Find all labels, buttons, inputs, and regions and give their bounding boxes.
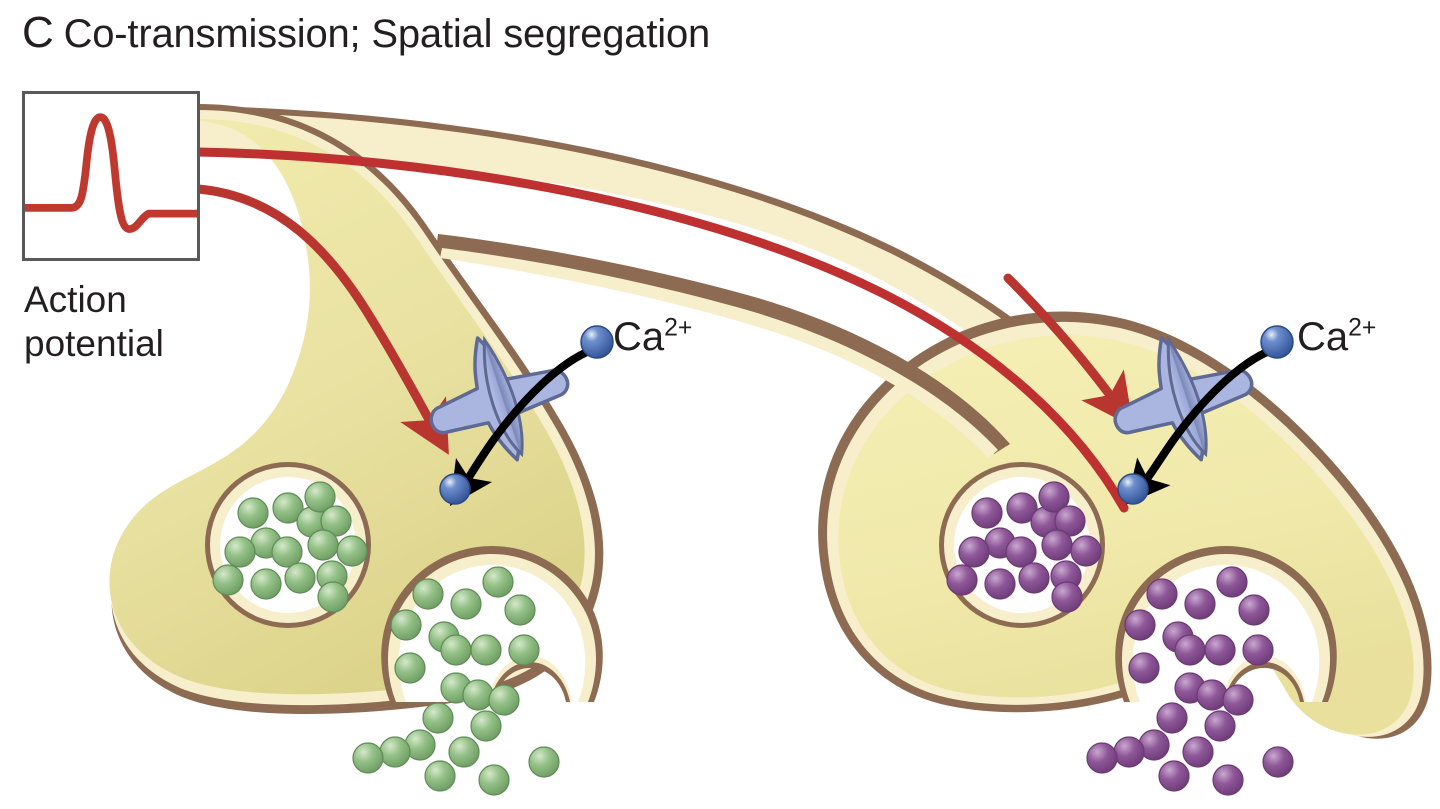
- action-potential-arrow-left: [193, 184, 449, 455]
- action-potential-label: Action potential: [24, 278, 254, 365]
- released-transmitters-right: [1086, 566, 1294, 796]
- storage-vesicle-right: [939, 462, 1105, 628]
- fusing-vesicle-left: [352, 546, 603, 796]
- calcium-symbol-right: Ca: [1297, 315, 1349, 359]
- calcium-label-left: Ca2+: [613, 315, 692, 360]
- storage-vesicle-left: [205, 462, 371, 628]
- transmitter-molecules-vesicle-left: [212, 481, 368, 613]
- calcium-ion-intracellular-left: [439, 473, 471, 505]
- action-potential-arrow-right: [1003, 273, 1134, 428]
- calcium-charge-right: 2+: [1348, 314, 1377, 342]
- calcium-ion-extracellular-right: [1260, 325, 1294, 359]
- ap-label-line2: potential: [24, 322, 164, 364]
- inter-terminal-arch: [436, 234, 1010, 458]
- calcium-symbol-left: Ca: [613, 315, 665, 359]
- fusing-vesicle-right: [1086, 546, 1337, 796]
- transmitter-molecules-vesicle-right: [946, 481, 1102, 613]
- calcium-charge-left: 2+: [664, 314, 693, 342]
- calcium-ion-intracellular-right: [1117, 473, 1149, 505]
- ap-label-line1: Action: [24, 279, 127, 320]
- calcium-ion-extracellular-left: [580, 325, 614, 359]
- panel-letter: C: [22, 8, 54, 57]
- calcium-entry-arrow-right: [1126, 346, 1276, 505]
- axon-signal-lines: [193, 147, 1129, 513]
- action-potential-inset: [22, 91, 200, 261]
- action-potential-trace: [25, 113, 197, 233]
- calcium-label-right: Ca2+: [1297, 315, 1376, 360]
- released-transmitters-left: [352, 566, 560, 796]
- panel-title-text: Co-transmission; Spatial segregation: [63, 12, 711, 56]
- calcium-entry-arrow-left: [449, 346, 596, 507]
